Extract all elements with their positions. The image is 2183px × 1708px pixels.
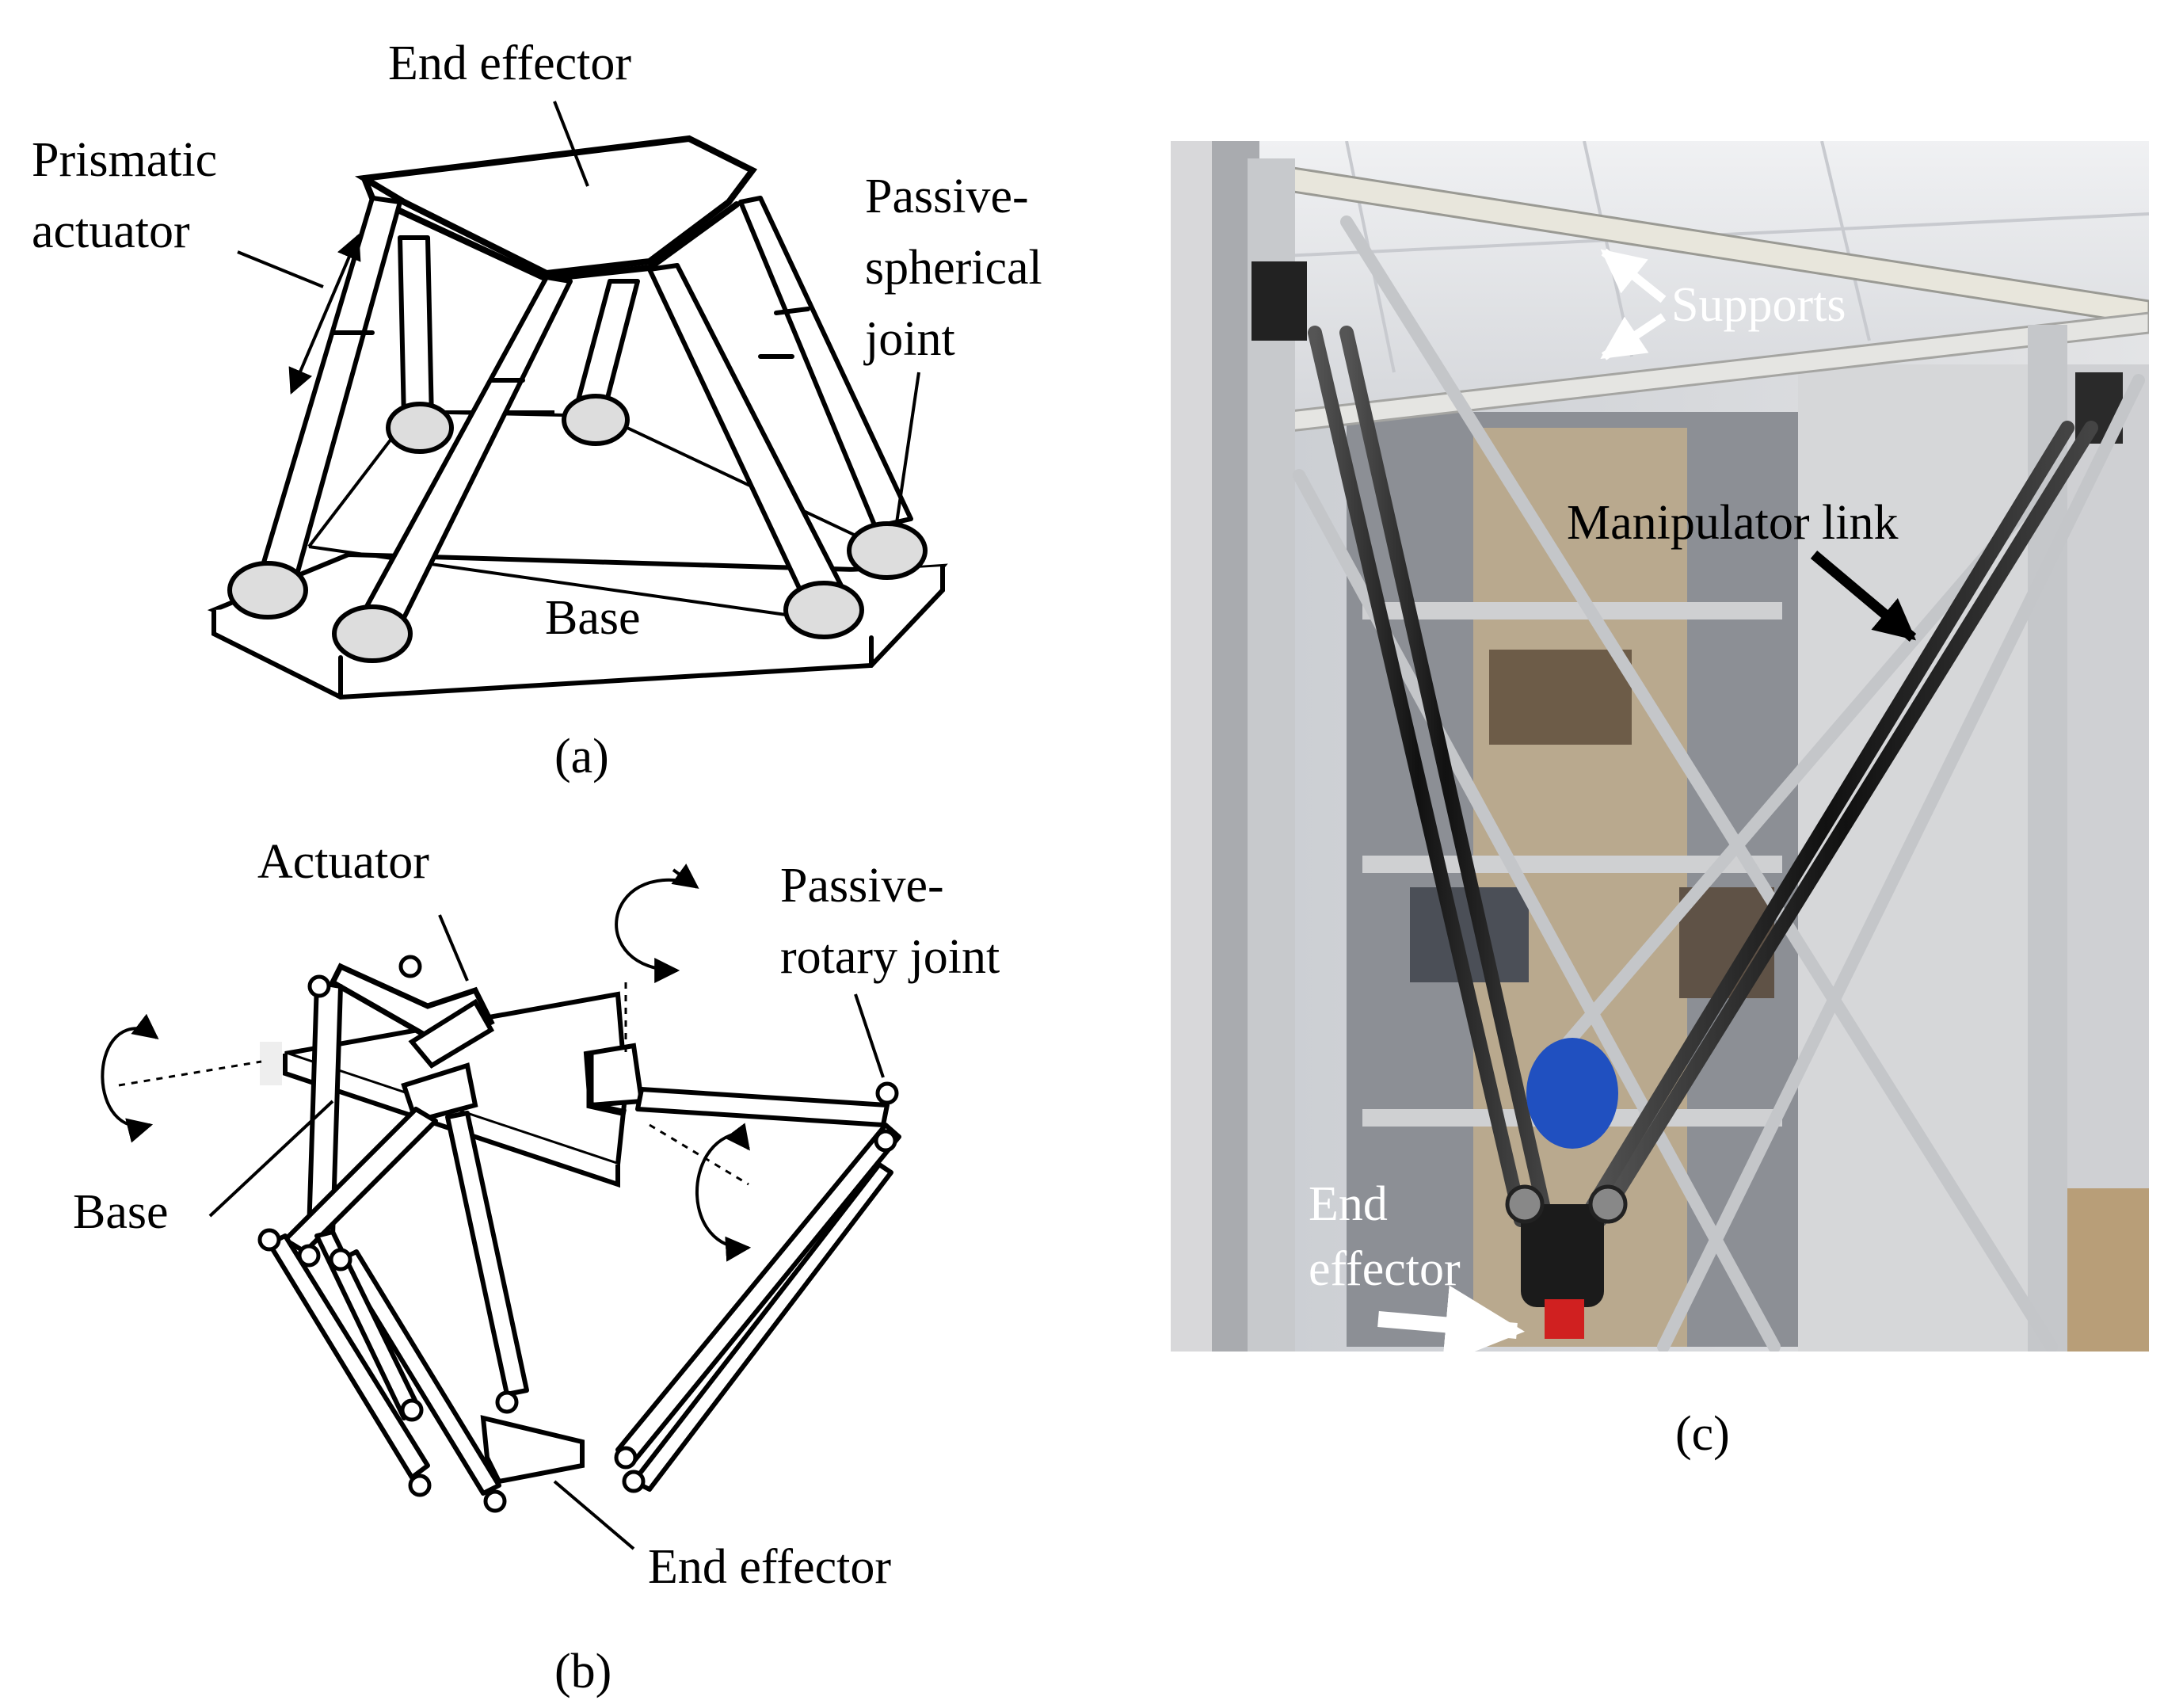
supports-arrow-up [1600,248,1667,303]
supports-arrow-down [1600,313,1667,360]
panel-a-caption: (a) [554,730,609,783]
b-rotary-label-2: rotary joint [780,930,1000,984]
b-base-label: Base [73,1185,169,1239]
b-base-leader [208,1100,334,1218]
rotary-joint-leader [854,993,885,1078]
c-end-effector-label-1: End [1309,1177,1388,1231]
manipulator-link-4 [1577,421,2074,1227]
rotary-end-effector [480,1415,585,1485]
rotation-arrow-right [695,1131,752,1262]
prismatic-stroke-arrow [288,234,361,395]
c-supports-label: Supports [1671,278,1846,332]
a-spherical-label-1: Passive- [865,170,1029,223]
manipulator-link-3 [1593,421,2098,1227]
b-end-effector-leader [553,1480,635,1550]
panel-a-diagram [207,101,948,700]
rotation-arrow-left [101,1027,154,1143]
a-prismatic-label-2: actuator [32,204,190,258]
b-rotary-label-1: Passive- [780,859,944,913]
manipulator-link-2 [1339,326,1552,1219]
panel-b-caption: (b) [554,1645,611,1698]
panel-c-caption: (c) [1675,1407,1730,1461]
rotation-arrow-top [615,878,694,983]
manipulator-link-arrow [1810,551,1917,642]
b-end-effector-label: End effector [648,1540,891,1594]
end-effector-leader [553,101,589,187]
actuator-leader [438,914,469,982]
spherical-joints [227,394,928,663]
a-base-label: Base [545,591,641,645]
c-end-effector-label-2: effector [1309,1242,1461,1296]
a-end-effector-label: End effector [388,36,631,90]
a-spherical-label-3: joint [863,312,955,366]
panel-b-diagram [101,864,901,1550]
manipulator-link-1 [1308,326,1528,1227]
end-effector-platform [354,135,758,277]
panel-c-photo [1171,141,2149,1365]
prismatic-leader [237,250,324,288]
rotary-joints [257,955,899,1513]
spherical-leader [895,372,920,524]
end-effector-arrow [1377,1285,1525,1365]
a-spherical-label-2: spherical [865,241,1042,295]
c-manipulator-link-label: Manipulator link [1567,496,1898,550]
b-actuator-label: Actuator [257,835,429,889]
a-prismatic-label-1: Prismatic [32,133,217,187]
photo-end-effector [1521,1204,1604,1307]
